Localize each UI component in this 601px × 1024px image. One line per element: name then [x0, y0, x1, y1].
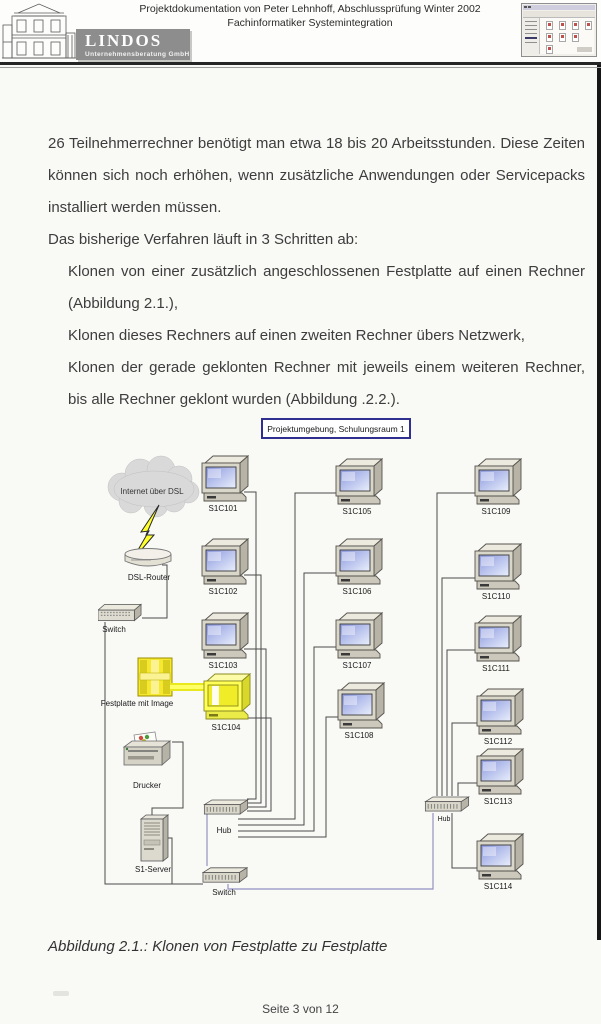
- computer-icon-s1c114: [476, 833, 524, 880]
- festplatte-label: Festplatte mit Image: [101, 699, 174, 708]
- switch-bottom-icon: [202, 867, 248, 883]
- logo-subtitle: Unternehmensberatung GmbH: [85, 51, 190, 58]
- lindos-logo: LINDOS Unternehmensberatung GmbH: [76, 29, 190, 60]
- diagram-title-box: Projektumgebung, Schulungsraum 1: [261, 418, 411, 439]
- printer-label: Drucker: [133, 781, 161, 790]
- cable-pc107-hub: [238, 646, 336, 832]
- building-sketch-icon: [2, 3, 76, 59]
- page-header: Projektdokumentation von Peter Lehnhoff,…: [0, 0, 601, 62]
- cable-pc105-hub: [238, 492, 336, 820]
- computer-icon-s1c102: [201, 538, 249, 585]
- internet-cloud-label: Internet über DSL: [120, 487, 184, 496]
- thumbnail-statusbar: [577, 47, 592, 52]
- header-title-line1: Projektdokumentation von Peter Lehnhoff,…: [139, 3, 481, 15]
- computer-icon-s1c105: [335, 458, 383, 505]
- diagram-title: Projektumgebung, Schulungsraum 1: [267, 424, 405, 434]
- figure-caption: Abbildung 2.1.: Klonen von Festplatte zu…: [48, 938, 388, 955]
- thumbnail-file-area: [540, 18, 594, 54]
- computer-label: S1C109: [482, 507, 511, 516]
- server-icon: [139, 814, 170, 862]
- uplink-cables: [206, 813, 434, 890]
- header-rule-dark: [0, 62, 601, 65]
- scan-edge-right: [597, 2, 601, 940]
- computer-label: S1C111: [482, 664, 510, 673]
- computer-label: S1C113: [484, 797, 513, 806]
- procedure-step-2: Klonen dieses Rechners auf einen zweiten…: [68, 327, 525, 344]
- cable-pc114-hub: [451, 813, 477, 869]
- cable-printer-server: [151, 741, 184, 815]
- cable-pc102-hub: [244, 574, 262, 804]
- computer-icon-s1c104-highlighted: [203, 673, 251, 720]
- thumbnail-toolbar: [523, 11, 595, 18]
- computer-icon-s1c110: [474, 543, 522, 590]
- computer-label: S1C101: [209, 504, 238, 513]
- switch-left-icon: [98, 603, 142, 622]
- hub-right-icon: [424, 796, 470, 812]
- procedure-step-1: Klonen von einer zusätzlich angeschlosse…: [68, 263, 585, 312]
- page-number: Seite 3 von 12: [262, 1002, 339, 1016]
- computer-icon-s1c112: [476, 688, 524, 735]
- cable-pc103-hub: [244, 648, 267, 808]
- computer-label: S1C105: [343, 507, 372, 516]
- network-diagram-canvas: Projektumgebung, Schulungsraum 1 Interne…: [98, 418, 524, 897]
- thumbnail-titlebar: [523, 5, 595, 10]
- hub-right-label: Hub: [438, 816, 451, 823]
- dsl-router-icon: [124, 548, 172, 567]
- computer-icon-s1c106: [335, 538, 383, 585]
- cable-switchbottom-hubright: [227, 813, 434, 890]
- computer-label: S1C103: [209, 661, 238, 670]
- network-diagram: Projektumgebung, Schulungsraum 1 Interne…: [0, 415, 601, 940]
- computer-label: S1C110: [482, 592, 511, 601]
- image-harddisk-icon: [137, 657, 173, 697]
- network-cables: [104, 491, 477, 885]
- document-header-title: Projektdokumentation von Peter Lehnhoff,…: [110, 3, 510, 30]
- cable-pc110-hub: [441, 577, 475, 796]
- cable-pc101-hub: [244, 491, 257, 800]
- printer-icon: [122, 731, 172, 766]
- cable-router-switch: [142, 564, 168, 619]
- header-rule-light: [0, 67, 601, 68]
- computer-label: S1C102: [209, 587, 238, 596]
- cable-pc108-hub: [238, 716, 338, 838]
- hub-left-icon: [203, 799, 249, 815]
- body-text: 26 Teilnehmerrechner benötigt man etwa 1…: [48, 128, 585, 416]
- cable-pc106-hub: [238, 572, 336, 826]
- paragraph-procedure-intro: Das bisherige Verfahren läuft in 3 Schri…: [48, 231, 359, 248]
- computer-icon-s1c108: [337, 682, 385, 729]
- server-label: S1-Server: [135, 865, 171, 874]
- computer-label: S1C112: [484, 737, 513, 746]
- explorer-window-thumbnail: [521, 3, 597, 57]
- computer-icon-s1c103: [201, 612, 249, 659]
- switch-bottom-label: Switch: [212, 888, 236, 897]
- computer-label: S1C106: [343, 587, 372, 596]
- computer-icon-s1c109: [474, 458, 522, 505]
- hub-left-label: Hub: [217, 826, 232, 835]
- cable-pc109-hub: [436, 492, 475, 796]
- computer-label: S1C114: [484, 882, 513, 891]
- computer-icon-s1c111: [474, 615, 522, 662]
- computer-icon-s1c113: [476, 748, 524, 795]
- logo-name: LINDOS: [85, 31, 163, 50]
- scan-artifact: [53, 991, 69, 996]
- computer-label: S1C107: [343, 661, 372, 670]
- computer-label: S1C108: [345, 731, 374, 740]
- thumbnail-menu-icon: [524, 5, 527, 8]
- thumbnail-menu-icon: [528, 5, 531, 8]
- cable-pc104-hub: [247, 717, 272, 812]
- cable-switchleft-switchbottom: [104, 622, 203, 885]
- paragraph-workload: 26 Teilnehmerrechner benötigt man etwa 1…: [48, 135, 585, 216]
- computer-label: S1C104: [212, 723, 241, 732]
- computer-icon-s1c101: [201, 455, 249, 502]
- cable-pc113-hub: [457, 782, 477, 796]
- procedure-step-3: Klonen der gerade geklonten Rechner mit …: [68, 359, 585, 408]
- cable-pc111-hub: [446, 649, 475, 796]
- internet-cloud-icon: Internet über DSL: [107, 455, 200, 518]
- thumbnail-folder-tree: [523, 18, 540, 54]
- dsl-router-label: DSL-Router: [128, 573, 171, 582]
- cable-pc112-hub: [451, 722, 477, 796]
- switch-left-label: Switch: [102, 625, 126, 634]
- header-title-line2: Fachinformatiker Systemintegration: [227, 16, 393, 29]
- computer-icon-s1c107: [335, 612, 383, 659]
